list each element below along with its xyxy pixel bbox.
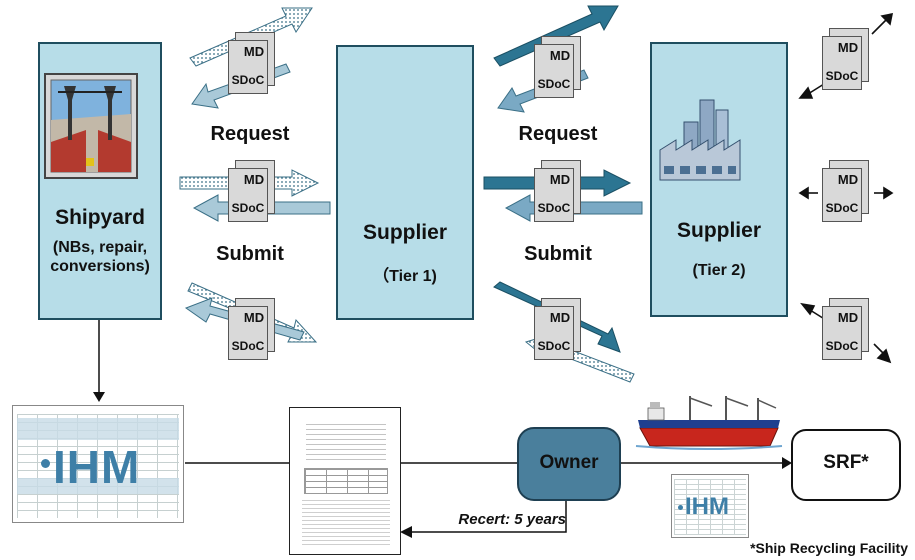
sdoc-label: SDoC bbox=[537, 339, 571, 353]
md-sdoc-document-icon: MD SDoC bbox=[534, 298, 584, 362]
shipyard-title: Shipyard bbox=[55, 206, 145, 229]
supplier-tier1-subtitle: （Tier 1) bbox=[373, 268, 437, 285]
arrowhead bbox=[800, 302, 816, 316]
supplier-tier1-title: Supplier bbox=[362, 221, 447, 244]
sdoc-label: SDoC bbox=[537, 77, 571, 91]
ihm-form-document: IHM bbox=[12, 405, 184, 523]
md-label: MD bbox=[243, 44, 265, 59]
ihm-small-document: IHM bbox=[671, 474, 749, 538]
md-label: MD bbox=[837, 40, 859, 55]
supplier-tier2-subtitle: (Tier 2) bbox=[692, 262, 746, 279]
arrowhead bbox=[880, 12, 894, 26]
md-sdoc-document-icon: MD SDoC bbox=[822, 160, 872, 224]
arrowhead bbox=[883, 186, 894, 200]
supplier-tier1-box bbox=[336, 45, 474, 320]
submit-label-1: Submit bbox=[216, 243, 284, 265]
md-label: MD bbox=[549, 310, 571, 325]
ihm-logo-dot bbox=[678, 505, 683, 510]
owner-box bbox=[517, 427, 621, 501]
statement-of-compliance-document bbox=[289, 407, 401, 555]
request-label-2: Request bbox=[518, 123, 598, 145]
shipyard-subtitle: (NBs, repair, conversions) bbox=[50, 239, 150, 275]
arrowhead bbox=[400, 526, 412, 538]
ihm-form-grid bbox=[674, 479, 746, 535]
md-sdoc-document-icon: MD SDoC bbox=[534, 160, 584, 224]
ihm-logo-dot bbox=[41, 459, 50, 468]
arrowhead bbox=[782, 457, 792, 469]
ihm-logo-text: IHM bbox=[685, 493, 729, 520]
shipyard-box bbox=[38, 42, 162, 320]
arrowhead bbox=[798, 186, 809, 200]
ihm-logo-text: IHM bbox=[53, 441, 141, 493]
doc-text-lines bbox=[302, 500, 390, 548]
md-sdoc-document-icon: MD SDoC bbox=[228, 298, 278, 362]
ship-icon bbox=[635, 396, 783, 450]
supplier-tier2-title: Supplier bbox=[676, 219, 761, 242]
arrowhead bbox=[798, 86, 814, 99]
recert-label: Recert: 5 years bbox=[458, 511, 566, 528]
md-sdoc-document-icon: MD SDoC bbox=[534, 36, 584, 100]
arrowhead bbox=[876, 348, 892, 364]
tier2-arrow-top-in bbox=[807, 83, 825, 95]
submit-label-2: Submit bbox=[524, 243, 592, 265]
footnote: *Ship Recycling Facility bbox=[750, 540, 908, 556]
doc-text-lines bbox=[306, 424, 386, 464]
sdoc-label: SDoC bbox=[231, 201, 265, 215]
doc-table bbox=[304, 468, 388, 494]
srf-label: SRF* bbox=[823, 452, 869, 473]
md-label: MD bbox=[549, 172, 571, 187]
srf-box bbox=[791, 429, 901, 501]
md-sdoc-document-icon: MD SDoC bbox=[228, 32, 278, 96]
recert-line bbox=[410, 500, 567, 533]
sdoc-label: SDoC bbox=[825, 201, 859, 215]
md-sdoc-document-icon: MD SDoC bbox=[822, 298, 872, 362]
md-label: MD bbox=[243, 310, 265, 325]
request-label-1: Request bbox=[210, 123, 290, 145]
tier2-arrow-bot-out bbox=[873, 343, 885, 355]
ihm-form-header bbox=[17, 418, 179, 440]
md-label: MD bbox=[243, 172, 265, 187]
sdoc-label: SDoC bbox=[825, 339, 859, 353]
sdoc-label: SDoC bbox=[231, 339, 265, 353]
request-arrow-bottom-2 bbox=[493, 281, 621, 353]
md-sdoc-document-icon: MD SDoC bbox=[228, 160, 278, 224]
md-label: MD bbox=[837, 172, 859, 187]
owner-label: Owner bbox=[539, 452, 599, 473]
md-label: MD bbox=[837, 310, 859, 325]
arrowhead bbox=[93, 392, 105, 402]
sdoc-label: SDoC bbox=[231, 73, 265, 87]
ihm-form-header bbox=[17, 478, 179, 494]
md-sdoc-document-icon: MD SDoC bbox=[822, 28, 872, 92]
sdoc-label: SDoC bbox=[825, 69, 859, 83]
tier2-arrow-top-out bbox=[871, 19, 887, 35]
sdoc-label: SDoC bbox=[537, 201, 571, 215]
md-label: MD bbox=[549, 48, 571, 63]
